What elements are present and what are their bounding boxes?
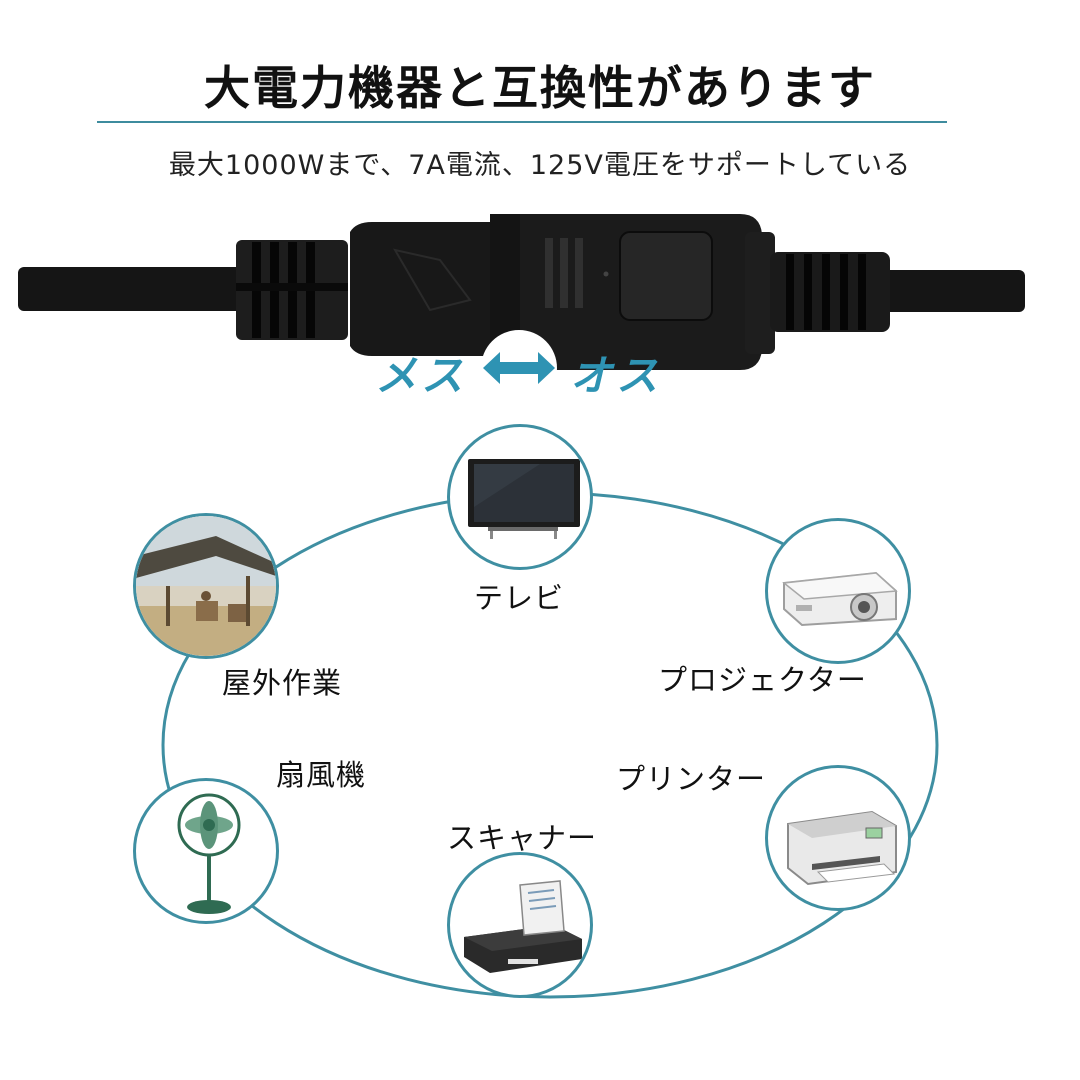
outdoor-label: 屋外作業 xyxy=(222,666,343,700)
scanner-circle xyxy=(447,852,593,998)
projector-icon xyxy=(782,571,898,627)
printer-circle xyxy=(765,765,911,911)
left-cable xyxy=(18,267,258,311)
female-connector-body xyxy=(350,222,505,356)
page-subtitle: 最大1000Wまで、7A電流、125V電圧をサポートしている xyxy=(168,150,912,181)
scanner-icon xyxy=(464,880,582,973)
right-strain-relief xyxy=(745,232,890,354)
page-title: 大電力機器と互換性があります xyxy=(204,61,876,115)
title-divider xyxy=(97,121,947,123)
tv-icon xyxy=(468,459,580,539)
tent-icon xyxy=(136,516,276,656)
left-strain-relief xyxy=(236,240,348,340)
printer-icon xyxy=(787,810,897,886)
fan-circle xyxy=(133,778,279,924)
fan-icon xyxy=(177,793,241,914)
outdoor-circle xyxy=(133,513,279,659)
tv-label: テレビ xyxy=(474,581,565,615)
fan-label: 扇風機 xyxy=(276,758,367,792)
scanner-label: スキャナー xyxy=(447,821,598,855)
double-arrow-icon xyxy=(481,330,557,406)
release-latch xyxy=(619,231,713,321)
projector-circle xyxy=(765,518,911,664)
printer-label: プリンター xyxy=(616,762,767,796)
tv-circle xyxy=(447,424,593,570)
female-label: メス xyxy=(375,351,468,400)
projector-label: プロジェクター xyxy=(658,663,867,697)
male-label: オス xyxy=(570,351,663,400)
